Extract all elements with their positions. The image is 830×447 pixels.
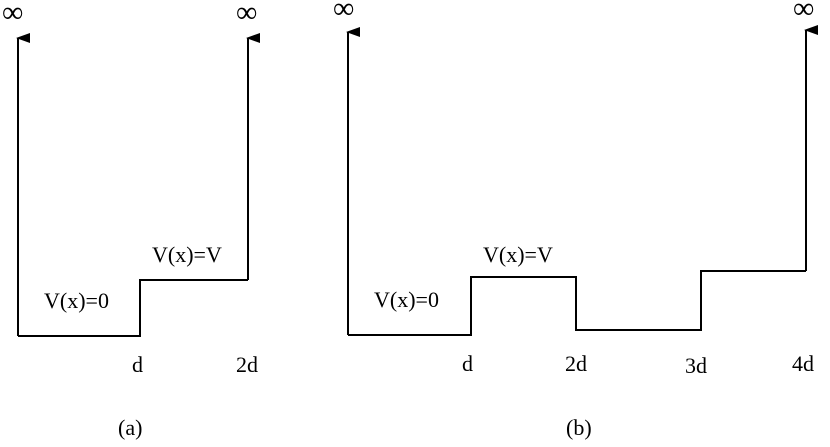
infinity-symbol-right: ∞	[236, 0, 257, 29]
tick-label-4d: 4d	[792, 351, 814, 376]
region-label-v: V(x)=V	[152, 242, 222, 267]
tick-label-2d: 2d	[565, 351, 587, 376]
infinity-symbol-right: ∞	[793, 0, 814, 25]
tick-label-d: d	[462, 351, 473, 376]
tick-label-d: d	[132, 352, 143, 377]
region-label-v: V(x)=V	[483, 242, 553, 267]
diagram-b: ∞ ∞ V(x)=0 V(x)=V d 2d 3d 4d (b)	[333, 0, 818, 440]
region-label-zero: V(x)=0	[374, 287, 439, 312]
caption-b: (b)	[566, 415, 592, 440]
caption-a: (a)	[118, 415, 142, 440]
tick-label-2d: 2d	[236, 352, 258, 377]
infinity-symbol-left: ∞	[2, 0, 23, 29]
diagram-a: ∞ ∞ V(x)=0 V(x)=V d 2d (a)	[2, 0, 260, 440]
tick-label-3d: 3d	[685, 353, 707, 378]
region-label-zero: V(x)=0	[44, 288, 109, 313]
potential-step-line	[18, 279, 248, 337]
potential-profile-line	[348, 270, 806, 336]
infinity-symbol-left: ∞	[333, 0, 354, 25]
